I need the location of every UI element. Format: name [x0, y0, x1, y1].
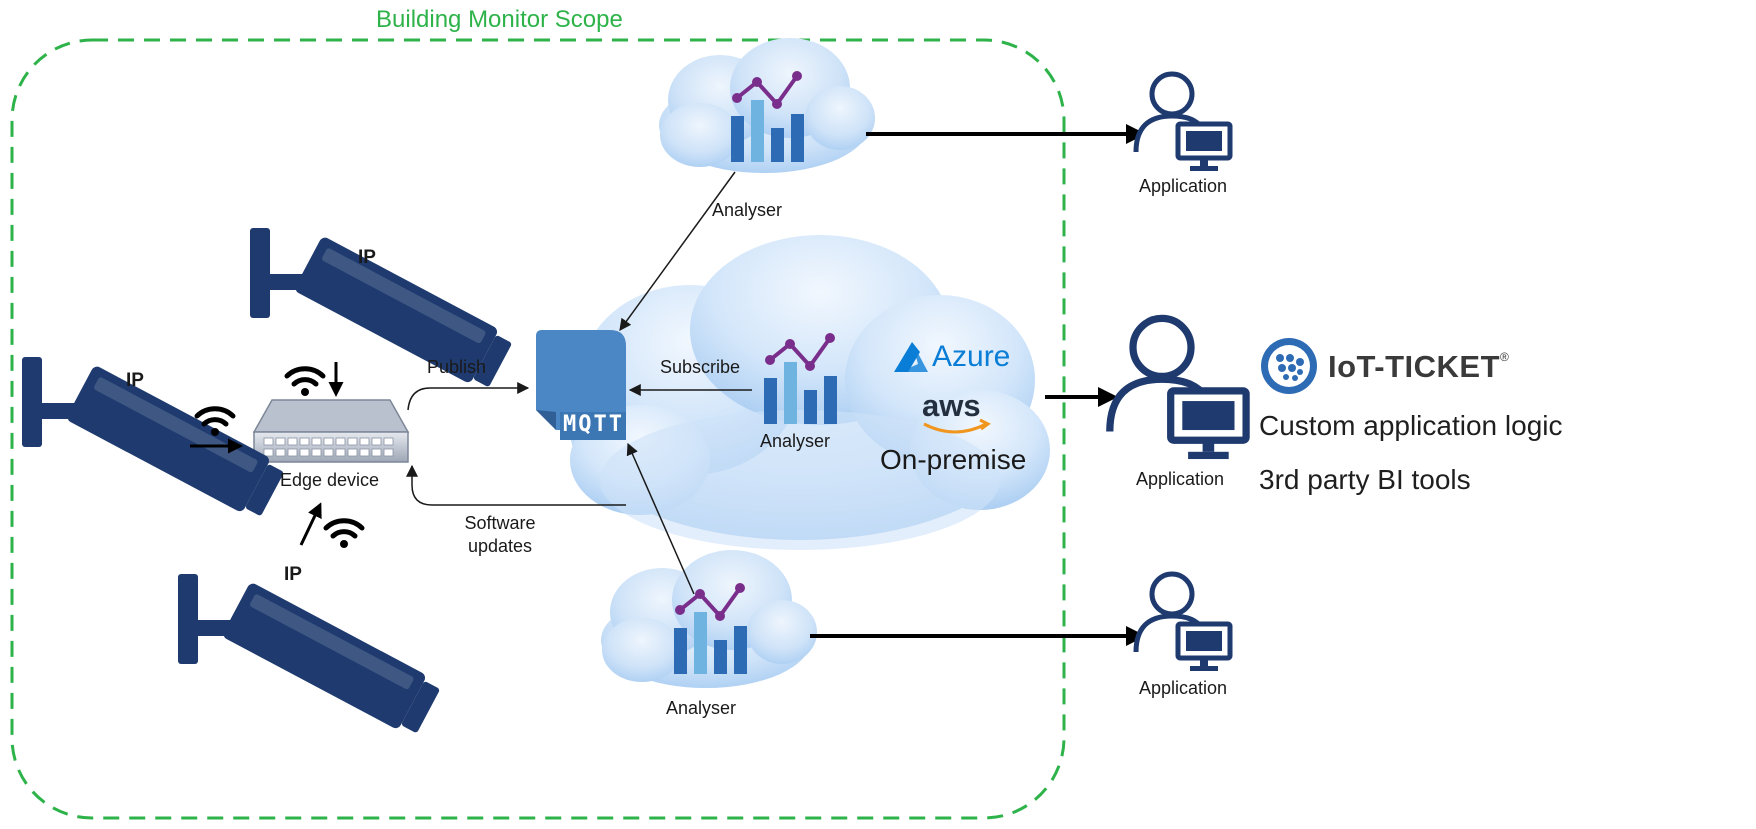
- analyser-cloud-top: [659, 38, 875, 173]
- edge-device-label: Edge device: [280, 470, 380, 490]
- software-updates-label-line2: updates: [467, 536, 533, 556]
- application-label-bottom: Application: [1139, 678, 1228, 698]
- user-icon-bottom: [1136, 574, 1230, 671]
- analyser-label-top: Analyser: [712, 200, 783, 220]
- iot-ticket-logo-icon: [1261, 338, 1317, 394]
- publish-label: Publish: [427, 357, 487, 377]
- bi-tools-label: 3rd party BI tools: [1259, 464, 1471, 495]
- wifi-icon-bottom: [326, 521, 362, 548]
- application-label-middle: Application: [1136, 469, 1225, 489]
- camera-label-bottom: IP: [284, 564, 302, 585]
- azure-logo-icon: [894, 342, 928, 372]
- user-icon-middle: [1110, 318, 1246, 459]
- scope-boundary: [10, 38, 1066, 820]
- arrow-camera-bottom-to-edge: [299, 502, 322, 546]
- aws-smile-icon: [923, 422, 987, 434]
- software-updates-label-line1: Software: [464, 513, 536, 533]
- mqtt-label: MQTT: [563, 412, 624, 437]
- iot-ticket-label: IoT-TICKET®: [1328, 351, 1509, 382]
- arrow-top-analyser-to-mqtt: [619, 171, 736, 331]
- application-label-top: Application: [1139, 176, 1228, 196]
- wifi-icon-top: [287, 369, 323, 396]
- on-premise-label: On-premise: [880, 444, 1027, 475]
- aws-label: aws: [922, 388, 981, 423]
- camera-icon-left: [22, 357, 288, 522]
- camera-icon-bottom: [178, 574, 444, 739]
- iot-ticket-registered: ®: [1500, 350, 1510, 364]
- subscribe-label: Subscribe: [660, 357, 741, 377]
- arrow-software-updates: [406, 464, 626, 506]
- analyser-label-bottom: Analyser: [666, 698, 737, 718]
- user-icon-top: [1136, 74, 1230, 171]
- analyser-label-middle: Analyser: [760, 431, 831, 451]
- custom-logic-label: Custom application logic: [1259, 410, 1563, 441]
- azure-label: Azure: [932, 340, 1011, 373]
- camera-label-left: IP: [126, 370, 144, 391]
- iot-ticket-name: IoT-TICKET: [1328, 349, 1501, 384]
- scope-title: Building Monitor Scope: [376, 6, 623, 33]
- edge-device-icon: [252, 399, 410, 463]
- arrow-publish: [407, 382, 530, 411]
- arrow-bottom-analyser-to-mqtt: [626, 442, 695, 595]
- analyser-cloud-bottom: [601, 550, 817, 688]
- mqtt-broker-icon: [536, 330, 626, 440]
- platform-cloud: [570, 235, 1050, 550]
- camera-label-top: IP: [358, 247, 376, 268]
